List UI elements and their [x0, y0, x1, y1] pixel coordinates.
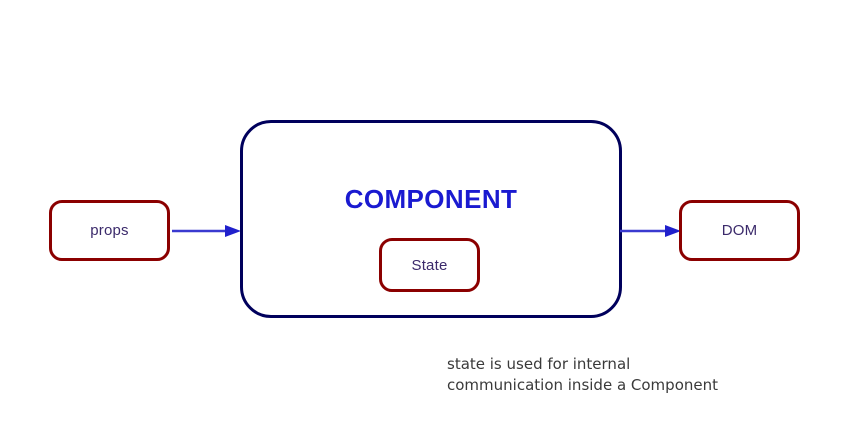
node-component[interactable]: COMPONENT: [240, 120, 622, 318]
node-state-label: State: [411, 256, 448, 274]
props-to-component-arrow: [172, 224, 242, 238]
node-state[interactable]: State: [379, 238, 480, 292]
diagram-caption: state is used for internal communication…: [447, 355, 718, 394]
arrow-right-icon: [172, 225, 241, 237]
node-dom-label: DOM: [721, 222, 758, 239]
component-title: COMPONENT: [344, 184, 518, 214]
component-to-dom-arrow: [620, 224, 682, 238]
node-dom[interactable]: DOM: [679, 200, 800, 261]
node-props[interactable]: props: [49, 200, 170, 261]
node-props-label: props: [90, 222, 129, 239]
arrow-right-icon: [620, 225, 681, 237]
